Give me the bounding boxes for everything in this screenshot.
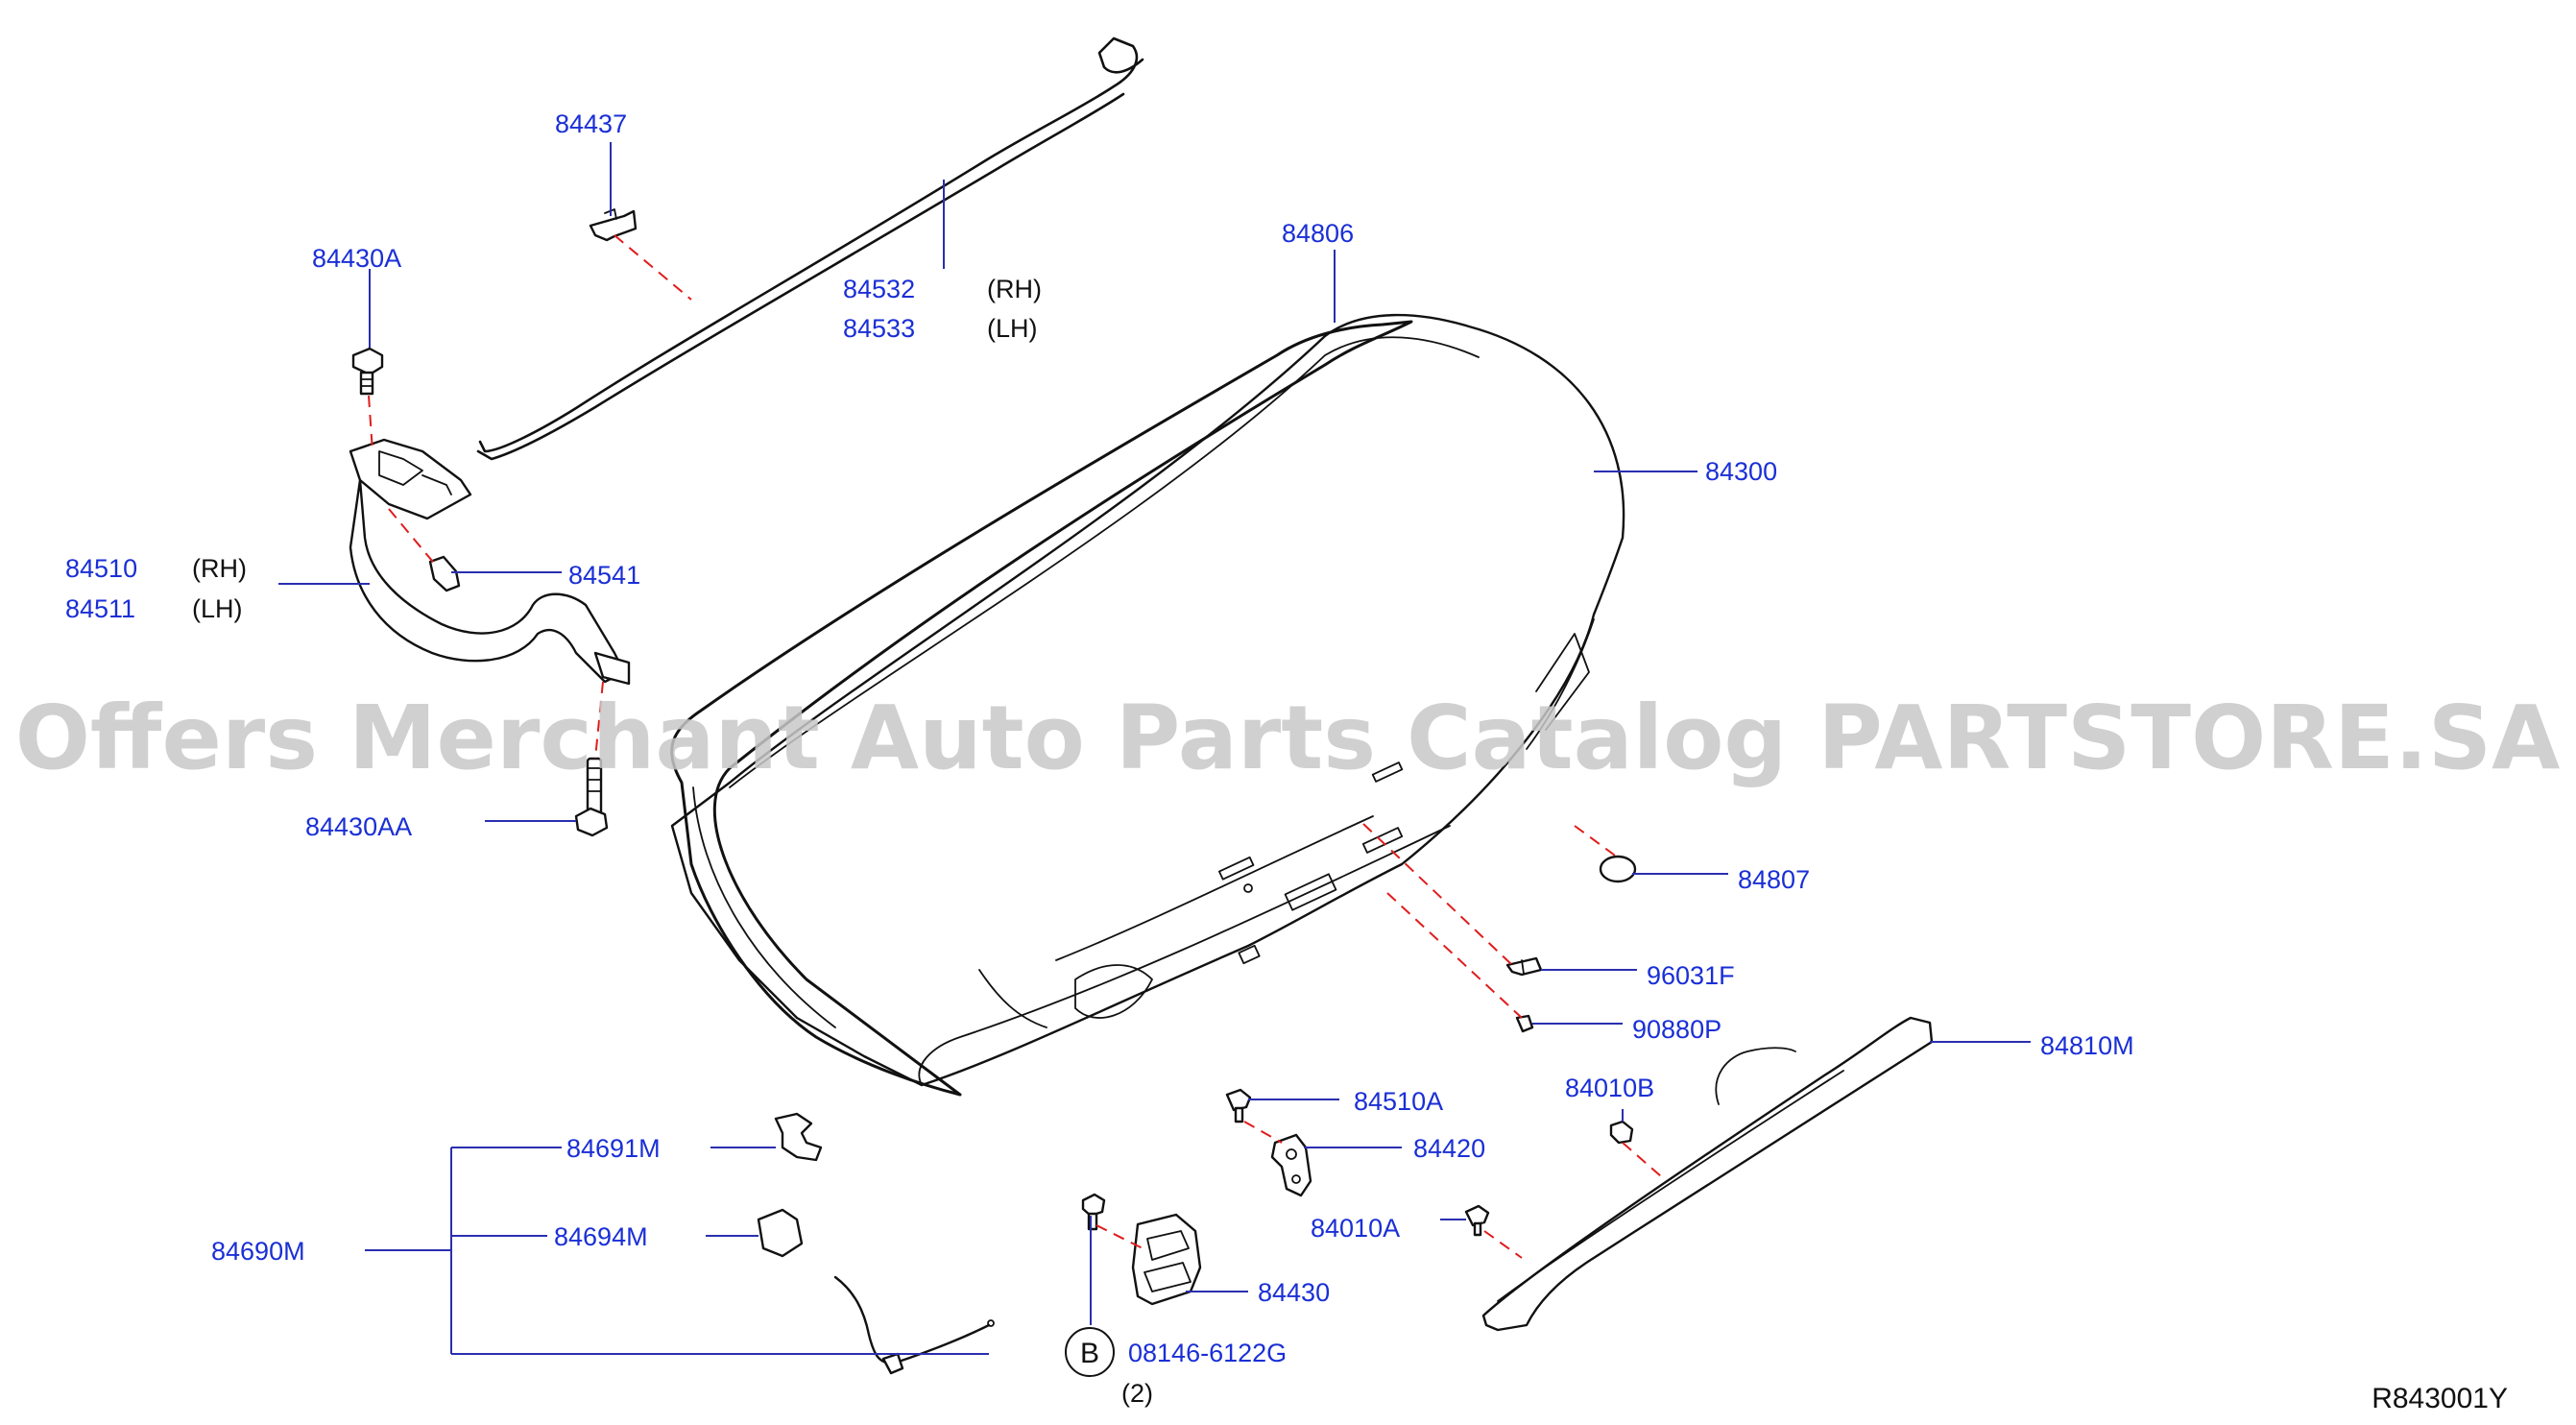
label-84533-side: (LH) <box>987 314 1038 343</box>
label-84430[interactable]: 84430 <box>1258 1278 1330 1307</box>
label-84532[interactable]: 84532 <box>843 275 915 303</box>
screw-84510A <box>1225 1088 1252 1123</box>
attachment-lines <box>368 234 1662 1259</box>
clip-84010A <box>1464 1204 1490 1237</box>
label-84511[interactable]: 84511 <box>65 594 135 623</box>
clip-84437 <box>589 208 638 242</box>
label-bolt-qty: (2) <box>1121 1379 1153 1408</box>
hinge-84510 <box>349 438 631 686</box>
label-84532-side: (RH) <box>987 275 1042 303</box>
bumper-84541 <box>428 555 461 592</box>
striker-84420 <box>1270 1133 1312 1197</box>
harness-84690M <box>833 1275 995 1375</box>
finisher-84810M <box>1481 1016 1934 1332</box>
seal-90880P <box>1515 1014 1534 1033</box>
switch-84694M <box>757 1208 804 1258</box>
trunk-lid-84300 <box>670 313 1625 1087</box>
label-84430AA[interactable]: 84430AA <box>305 812 412 841</box>
label-84510A[interactable]: 84510A <box>1354 1087 1443 1116</box>
watermark-text: Offers Merchant Auto Parts Catalog PARTS… <box>15 687 2561 789</box>
label-84010B[interactable]: 84010B <box>1565 1074 1654 1102</box>
label-84694M[interactable]: 84694M <box>554 1222 648 1251</box>
bolt-84430AA <box>574 757 609 837</box>
label-84806[interactable]: 84806 <box>1282 219 1354 248</box>
cap-84807 <box>1599 855 1637 883</box>
bolt-callout-letter: B <box>1080 1338 1099 1369</box>
bracket-84691M <box>774 1112 823 1162</box>
bolt-callout-circle <box>1065 1327 1115 1377</box>
label-84541[interactable]: 84541 <box>568 561 640 590</box>
label-84691M[interactable]: 84691M <box>566 1134 661 1163</box>
clip-96031F <box>1505 956 1543 977</box>
part-labels: 84437 84430A 84532 (RH) 84533 (LH) 84806… <box>65 109 2134 1408</box>
label-84810M[interactable]: 84810M <box>2040 1031 2134 1060</box>
weatherstrip-84806 <box>670 320 1413 1097</box>
figure-id: R843001Y <box>2371 1383 2508 1414</box>
bolt-08146 <box>1081 1193 1106 1231</box>
label-84437[interactable]: 84437 <box>555 109 627 138</box>
torsion-bar-84532 <box>476 36 1144 461</box>
leader-lines <box>278 142 2031 1355</box>
label-84533[interactable]: 84533 <box>843 314 915 343</box>
label-84430A[interactable]: 84430A <box>312 244 401 273</box>
bolt-84430A <box>351 347 384 396</box>
label-84010A[interactable]: 84010A <box>1311 1214 1400 1243</box>
label-84510-side: (RH) <box>192 554 247 583</box>
label-84420[interactable]: 84420 <box>1413 1134 1485 1163</box>
label-84300[interactable]: 84300 <box>1705 457 1777 486</box>
label-84807[interactable]: 84807 <box>1738 865 1810 894</box>
label-84510[interactable]: 84510 <box>65 554 137 583</box>
label-96031F[interactable]: 96031F <box>1647 961 1735 990</box>
label-84690M[interactable]: 84690M <box>211 1237 305 1266</box>
label-08146-6122G[interactable]: 08146-6122G <box>1128 1339 1287 1367</box>
label-90880P[interactable]: 90880P <box>1632 1015 1721 1044</box>
grommet-84010B <box>1609 1120 1634 1145</box>
label-84511-side: (LH) <box>192 594 243 623</box>
